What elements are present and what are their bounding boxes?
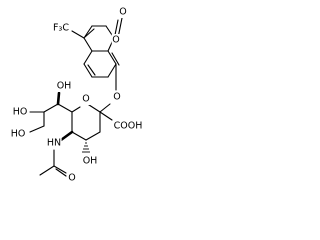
c4-hydroxyl-hash bbox=[82, 142, 90, 153]
label-mask bbox=[118, 6, 128, 18]
label-mask bbox=[52, 22, 70, 34]
label-mask bbox=[113, 120, 143, 132]
atom-labels: O O F₃C O O OH HO HO HN OH COOH O bbox=[10, 6, 143, 184]
sialic-acid-ring bbox=[71, 102, 101, 141]
carboxylic-acid-label: COOH bbox=[114, 121, 143, 132]
acetyl-oxygen-label: O bbox=[68, 173, 75, 184]
coumarin-benzene-ring bbox=[83, 50, 120, 78]
cooh-bond bbox=[99, 111, 113, 121]
label-mask bbox=[10, 128, 26, 140]
label-mask bbox=[112, 91, 122, 103]
label-mask bbox=[81, 93, 91, 105]
c8-hydroxyl-label: HO bbox=[13, 107, 28, 118]
c9-hydroxyl-label: HO bbox=[11, 129, 26, 140]
label-mask bbox=[46, 137, 62, 149]
label-mask bbox=[67, 172, 77, 184]
trifluoromethyl-label: F₃C bbox=[53, 23, 69, 34]
acetamide-group bbox=[39, 130, 74, 177]
aryl-ether-oxygen: O bbox=[113, 92, 120, 103]
coumarin-ring-oxygen: O bbox=[112, 35, 119, 46]
c7-hydroxyl-label: OH bbox=[57, 81, 72, 92]
label-mask bbox=[12, 106, 28, 118]
coumarin-carbonyl-oxygen: O bbox=[119, 7, 126, 18]
label-mask bbox=[82, 155, 98, 167]
c4-hydroxyl-label: OH bbox=[83, 156, 98, 167]
label-mask bbox=[56, 80, 72, 92]
nh-label: HN bbox=[47, 138, 61, 149]
chemical-structure-diagram: O O F₃C O O OH HO HO HN OH COOH O bbox=[10, 6, 143, 184]
glycerol-side-chain bbox=[29, 91, 73, 133]
label-mask bbox=[111, 34, 121, 46]
cf3-bond bbox=[71, 30, 85, 39]
coumarin-lactone-ring bbox=[83, 17, 123, 52]
glycosidic-linkage bbox=[99, 63, 117, 113]
pyranose-ring-oxygen: O bbox=[82, 94, 89, 105]
